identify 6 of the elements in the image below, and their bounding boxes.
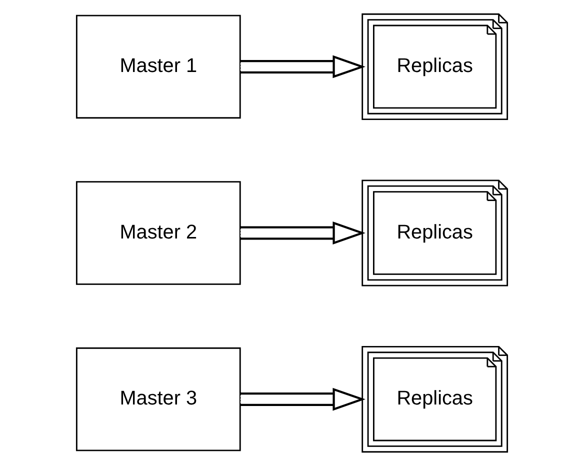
- node-box: Master 2: [76, 181, 241, 285]
- arrow: [240, 388, 366, 411]
- arrow: [240, 222, 366, 244]
- node-box: Master 3: [76, 347, 241, 452]
- node-box: Master 1: [76, 14, 241, 119]
- arrow: [240, 55, 366, 78]
